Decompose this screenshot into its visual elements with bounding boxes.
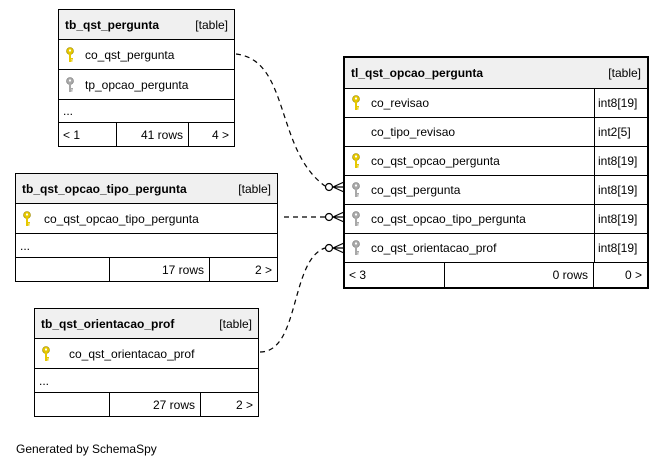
edge-pergunta-crowfoot (332, 181, 345, 193)
primary-key-icon (35, 339, 57, 368)
table-tl-qst-opcao-pergunta[interactable]: tl_qst_opcao_pergunta [table] co_revisao… (343, 56, 649, 289)
table-header: tb_qst_pergunta [table] (59, 10, 234, 40)
column-name: co_qst_orientacao_prof (371, 241, 497, 255)
footer-rows: 41 rows (117, 123, 189, 146)
table-header: tb_qst_orientacao_prof [table] (35, 309, 258, 339)
primary-key-icon (345, 89, 367, 117)
table-name: tb_qst_pergunta (65, 17, 160, 32)
edge-pergunta-zero-marker (324, 182, 334, 192)
table-tag: [table] (195, 17, 228, 32)
column-type: int8[19] (594, 147, 647, 175)
footer-next[interactable]: 2 > (235, 397, 253, 412)
foreign-key-icon (345, 205, 367, 233)
edge-opcao-tipo-crowfoot (332, 211, 345, 223)
column-row[interactable]: co_qst_orientacao_prof int8[19] (345, 234, 647, 263)
table-name: tb_qst_orientacao_prof (41, 316, 175, 331)
ellipsis: ... (63, 104, 74, 118)
edge-orientacao-zero-marker (324, 243, 334, 253)
column-type: int8[19] (594, 176, 647, 204)
edge-orientacao (259, 247, 326, 353)
column-name: co_qst_opcao_tipo_pergunta (44, 211, 199, 226)
no-key-spacer (345, 118, 367, 146)
column-name: co_qst_orientacao_prof (69, 346, 195, 361)
footer-prev[interactable]: < 3 (345, 263, 445, 287)
footer-next[interactable]: 2 > (254, 262, 272, 277)
column-type: int2[5] (594, 118, 647, 146)
column-type: int8[19] (594, 205, 647, 233)
foreign-key-icon (345, 176, 367, 204)
footer-rows: 0 rows (445, 263, 594, 287)
table-tb-qst-pergunta[interactable]: tb_qst_pergunta [table] co_qst_pergunta … (58, 9, 235, 147)
table-footer: 27 rows 2 > (35, 393, 258, 416)
foreign-key-icon (59, 70, 81, 99)
edge-opcao-tipo-zero-marker (324, 212, 334, 222)
foreign-key-icon (345, 234, 367, 262)
primary-key-icon (345, 147, 367, 175)
ellipsis: ... (39, 373, 50, 388)
column-row[interactable]: co_qst_pergunta int8[19] (345, 176, 647, 205)
primary-key-icon (16, 204, 38, 233)
footer-prev[interactable] (35, 393, 110, 416)
table-header: tb_qst_opcao_tipo_pergunta [table] (16, 174, 277, 204)
edge-orientacao-crowfoot (332, 242, 345, 254)
edge-pergunta (235, 53, 326, 187)
ellipsis: ... (20, 238, 31, 253)
column-row[interactable]: co_qst_pergunta (59, 40, 234, 70)
column-name: co_qst_pergunta (371, 183, 461, 197)
footer-next[interactable]: 0 > (624, 268, 642, 282)
column-name: co_revisao (371, 96, 430, 110)
column-name: co_qst_opcao_tipo_pergunta (371, 212, 526, 226)
ellipsis-row: ... (59, 100, 234, 123)
column-row[interactable]: co_qst_opcao_tipo_pergunta int8[19] (345, 205, 647, 234)
table-name: tl_qst_opcao_pergunta (351, 66, 484, 80)
column-name: co_tipo_revisao (371, 125, 456, 139)
footer-rows: 27 rows (110, 393, 201, 416)
table-tb-qst-opcao-tipo-pergunta[interactable]: tb_qst_opcao_tipo_pergunta [table] co_qs… (15, 173, 278, 282)
table-name: tb_qst_opcao_tipo_pergunta (22, 181, 187, 196)
table-tag: [table] (219, 316, 252, 331)
footer-next[interactable]: 4 > (211, 127, 229, 142)
footer-rows: 17 rows (110, 258, 210, 281)
table-footer: 17 rows 2 > (16, 258, 277, 281)
column-name: co_qst_pergunta (85, 47, 175, 62)
table-footer: < 3 0 rows 0 > (345, 263, 647, 287)
table-tb-qst-orientacao-prof[interactable]: tb_qst_orientacao_prof [table] co_qst_or… (34, 308, 259, 417)
column-name: tp_opcao_pergunta (85, 77, 189, 92)
column-row[interactable]: co_qst_opcao_pergunta int8[19] (345, 147, 647, 176)
column-row[interactable]: co_qst_orientacao_prof (35, 339, 258, 369)
column-row[interactable]: tp_opcao_pergunta (59, 70, 234, 100)
table-header: tl_qst_opcao_pergunta [table] (345, 58, 647, 89)
footer-prev[interactable]: < 1 (59, 123, 117, 146)
primary-key-icon (59, 40, 81, 69)
generated-by-label: Generated by SchemaSpy (16, 442, 157, 456)
column-type: int8[19] (594, 89, 647, 117)
column-row[interactable]: co_tipo_revisao int2[5] (345, 118, 647, 147)
table-footer: < 1 41 rows 4 > (59, 123, 234, 146)
ellipsis-row: ... (35, 369, 258, 393)
column-type: int8[19] (594, 234, 647, 262)
table-tag: [table] (238, 181, 271, 196)
column-row[interactable]: co_qst_opcao_tipo_pergunta (16, 204, 277, 234)
column-name: co_qst_opcao_pergunta (371, 154, 500, 168)
table-tag: [table] (608, 66, 641, 80)
ellipsis-row: ... (16, 234, 277, 258)
column-row[interactable]: co_revisao int8[19] (345, 89, 647, 118)
footer-prev[interactable] (16, 258, 110, 281)
